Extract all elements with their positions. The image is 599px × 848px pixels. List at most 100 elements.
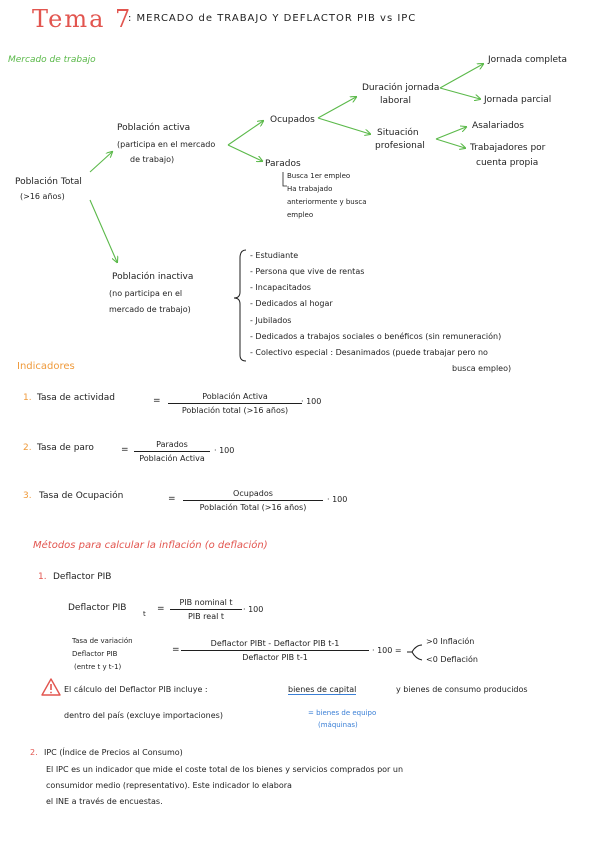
warning-text: dentro del país (excluye importaciones) [64,711,223,720]
fraction-bar [134,451,210,452]
inactiva-item: - Dedicados a trabajos sociales o benéfi… [250,332,502,341]
method-title-ipc: IPC (Índice de Precios al Consumo) [44,748,183,757]
equals-sign: = [157,604,165,614]
numerator: Deflactor PIBt - Deflactor PIB t-1 [210,639,340,648]
node-duracion-jornada: laboral [380,96,411,106]
inactiva-item: - Incapacitados [250,283,311,292]
arrow-to-situacion [317,117,370,134]
bienes-equipo-note: (máquinas) [318,721,358,729]
equals-sign: = [168,494,176,504]
node-poblacion-inactiva-desc: mercado de trabajo) [109,305,191,314]
title-tema: Tema 7 [32,5,133,33]
arrow-to-ocupados [227,121,263,146]
node-cuenta-propia: Trabajadores por [470,143,546,153]
parados-item: anteriormente y busca [287,198,367,206]
fraction-tasa-variacion: Deflactor PIBt - Deflactor PIB t-1 Defla… [181,639,369,662]
node-poblacion-inactiva-desc: (no participa en el [109,289,183,298]
inactiva-item: - Jubilados [250,316,292,325]
arrow-to-asalariados [435,127,466,140]
arrow-to-parados [227,144,262,161]
indicator-number: 1. [23,393,32,403]
node-asalariados: Asalariados [472,121,525,131]
inflation-case: >0 Inflación [426,637,475,646]
warning-icon [41,678,61,696]
node-ocupados: Ocupados [270,115,315,125]
inactiva-item: - Colectivo especial : Desanimados (pued… [250,348,488,357]
numerator: Ocupados [233,489,273,498]
equals-sign: = [172,645,180,655]
warning-text: y bienes de consumo producidos [396,685,528,694]
node-situacion-profesional: Situación [377,128,419,138]
node-jornada-completa: Jornada completa [488,55,568,65]
node-situacion-profesional: profesional [375,141,425,151]
fraction-deflactor: PIB nominal t PIB real t [170,598,242,621]
arrow-to-activa [89,152,112,173]
node-duracion-jornada: Duración jornada [362,83,440,93]
fraction-bar [183,500,323,501]
inactiva-item: - Dedicados al hogar [250,299,333,308]
times-100: · 100 [243,605,264,614]
inactiva-item: busca empleo) [452,364,512,373]
denominator: Deflactor PIB t-1 [242,653,308,662]
arrow-to-jornada-parcial [439,87,480,99]
times-100: · 100 [214,446,235,455]
method-title-deflactor: Deflactor PIB [53,572,112,582]
times-100: · 100 [301,397,322,406]
node-cuenta-propia: cuenta propia [476,158,539,168]
equals-sign: = [121,445,129,455]
fraction-bar [181,650,369,651]
tasa-variacion-label: Deflactor PIB [72,650,118,658]
fraction-bar [170,609,242,610]
denominator: Población total (>16 años) [181,406,289,415]
ipc-description: El IPC es un indicador que mide el coste… [46,765,404,774]
equals-sign: = [153,396,161,406]
bienes-capital-underlined: bienes de capital [288,685,357,696]
indicator-label-paro: Tasa de paro [37,443,94,453]
fraction-tasa-paro: Parados Población Activa [134,440,210,463]
indicator-number: 3. [23,491,32,501]
node-poblacion-total-age: (>16 años) [20,192,65,201]
node-parados: Parados [265,159,301,169]
fraction-bar [168,403,302,404]
arrow-to-duracion [317,97,356,119]
warning-text: El cálculo del Deflactor PIB incluye : [64,685,208,694]
section-heading-indicadores: Indicadores [17,361,75,372]
inactiva-brace [233,249,247,362]
fraction-tasa-ocupacion: Ocupados Población Total (>16 años) [183,489,323,512]
denominator: PIB real t [187,612,225,621]
indicator-label-actividad: Tasa de actividad [37,393,115,403]
node-poblacion-activa-desc: de trabajo) [130,155,175,164]
node-poblacion-total: Población Total [15,177,82,187]
parados-item: Ha trabajado [287,185,333,193]
times-100-equals: · 100 = [372,646,402,655]
arrow-to-inactiva [89,199,117,262]
tasa-variacion-label: (entre t y t-1) [74,663,122,671]
inactiva-item: - Estudiante [250,251,299,260]
method-number: 1. [38,572,47,582]
parados-item: empleo [287,211,314,219]
parados-item: Busca 1er empleo [287,172,351,180]
indicator-number: 2. [23,443,32,453]
denominator: Población Activa [139,454,205,463]
section-heading-metodos: Métodos para calcular la inflación (o de… [33,540,268,551]
node-poblacion-inactiva: Población inactiva [112,272,194,282]
inactiva-item: - Persona que vive de rentas [250,267,365,276]
numerator: PIB nominal t [179,598,233,607]
numerator: Parados [156,440,188,449]
inflation-fork [407,644,423,661]
section-heading-mercado: Mercado de trabajo [8,55,96,65]
tasa-variacion-label: Tasa de variación [72,637,133,645]
numerator: Población Activa [202,392,268,401]
ipc-description: el INE a través de encuestas. [46,797,163,806]
parados-list-bracket [282,172,287,187]
node-poblacion-activa: Población activa [117,123,191,133]
arrow-to-jornada-completa [439,64,483,89]
indicator-label-ocupacion: Tasa de Ocupación [39,491,124,501]
bienes-equipo-note: = bienes de equipo [308,709,377,717]
ipc-description: consumidor medio (representativo). Este … [46,781,292,790]
deflactor-label: Deflactor PIB [68,603,127,613]
node-poblacion-activa-desc: (participa en el mercado [117,140,216,149]
method-number: 2. [30,748,38,757]
times-100: · 100 [327,495,348,504]
